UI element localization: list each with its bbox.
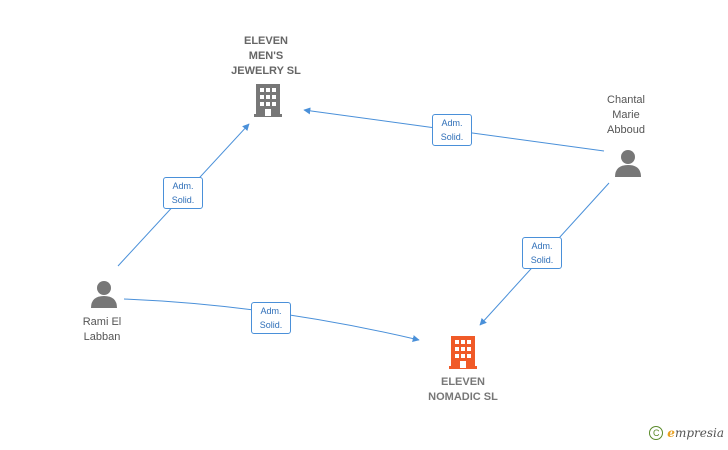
person-icon[interactable]	[613, 148, 643, 178]
company-label-mens-jewelry[interactable]: ELEVEN MEN'S JEWELRY SL	[228, 34, 304, 79]
company-name-line: NOMADIC SL	[428, 391, 498, 403]
badge-line: Solid.	[171, 195, 195, 205]
brand-logo: empresia	[667, 426, 724, 440]
company-name-line: JEWELRY SL	[231, 65, 301, 77]
relation-badge-chantal-mens-jewelry[interactable]: Adm. Solid.	[432, 114, 472, 146]
badge-line: Solid.	[530, 255, 554, 265]
brand-rest: mpresia	[674, 426, 724, 440]
company-name-line: ELEVEN	[243, 35, 288, 47]
copyright-icon: C	[649, 426, 664, 440]
person-label-chantal[interactable]: Chantal Marie Abboud	[596, 93, 656, 138]
badge-line: Adm.	[531, 241, 553, 251]
badge-line: Adm.	[441, 118, 463, 128]
badge-line: Solid.	[259, 320, 283, 330]
relation-badge-rami-nomadic[interactable]: Adm. Solid.	[251, 302, 291, 334]
building-icon[interactable]	[251, 82, 285, 118]
brand-footer: C empresia	[649, 426, 724, 440]
badge-line: Solid.	[440, 132, 464, 142]
person-name-line: Abboud	[607, 124, 645, 136]
company-name-line: ELEVEN	[440, 376, 485, 388]
relation-badge-rami-mens-jewelry[interactable]: Adm. Solid.	[163, 177, 203, 209]
person-name-line: Rami El	[82, 316, 122, 328]
person-label-rami[interactable]: Rami El Labban	[70, 315, 134, 345]
company-name-line: MEN'S	[248, 50, 284, 62]
company-label-nomadic[interactable]: ELEVEN NOMADIC SL	[418, 375, 508, 405]
badge-line: Adm.	[260, 306, 282, 316]
brand-initial: e	[667, 426, 675, 440]
person-name-line: Marie	[612, 109, 640, 121]
person-icon[interactable]	[89, 279, 119, 309]
relation-badge-chantal-nomadic[interactable]: Adm. Solid.	[522, 237, 562, 269]
badge-line: Adm.	[172, 181, 194, 191]
person-name-line: Labban	[83, 331, 121, 343]
person-name-line: Chantal	[607, 94, 645, 106]
building-icon-highlight[interactable]	[446, 334, 480, 370]
